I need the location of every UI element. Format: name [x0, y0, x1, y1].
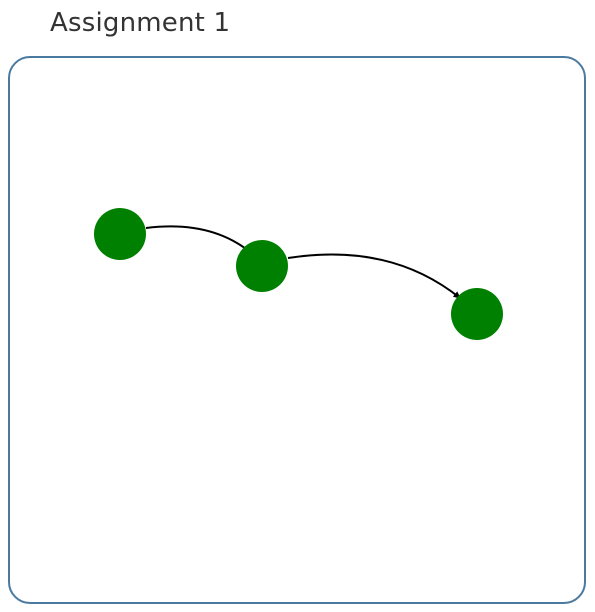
page-title: Assignment 1 [50, 8, 231, 38]
edge-node-2-to-node-3[interactable] [287, 253, 461, 299]
graph-node-2[interactable] [236, 240, 288, 292]
nodes-layer [94, 208, 503, 340]
graph-node-3[interactable] [451, 288, 503, 340]
graph-canvas[interactable] [8, 56, 586, 604]
graph-svg[interactable] [10, 58, 584, 602]
graph-node-1[interactable] [94, 208, 146, 260]
edge-node-1-to-node-2[interactable] [145, 225, 251, 253]
edges-layer [145, 225, 461, 299]
